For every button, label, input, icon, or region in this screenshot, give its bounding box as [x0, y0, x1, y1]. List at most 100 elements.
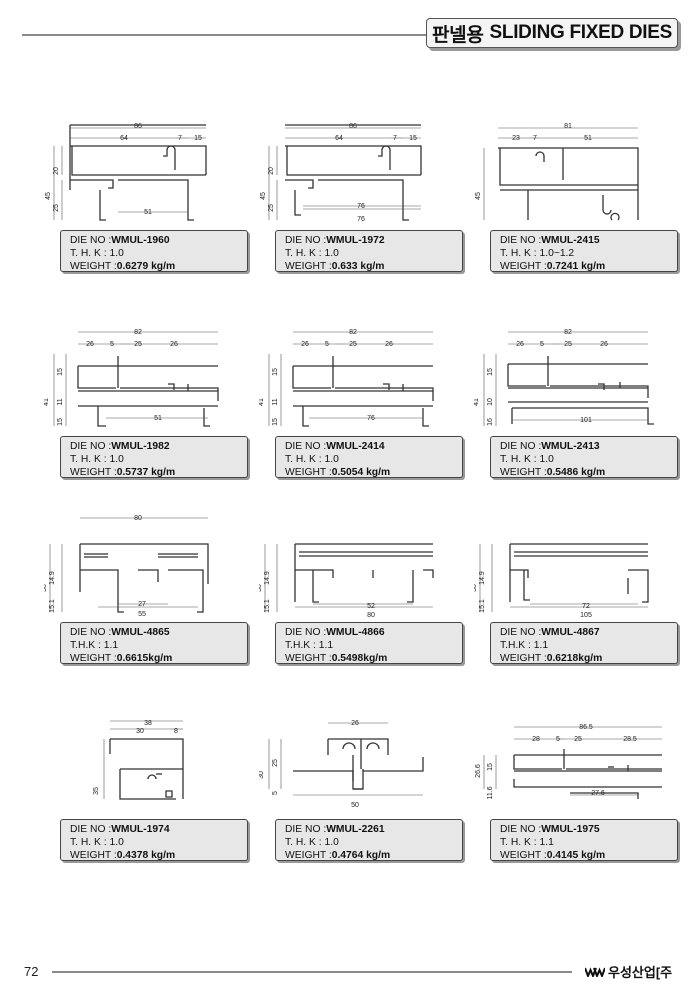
- weight-value: 0.5054 kg/m: [331, 467, 391, 478]
- profile-outline: [203, 408, 210, 427]
- dimension-label: 15.1: [49, 599, 56, 613]
- die-number: WMUL-1975: [541, 824, 600, 835]
- weight-row: WEIGHT :0.4378 kg/m: [70, 850, 176, 861]
- dimension-label: 27: [138, 601, 146, 608]
- thickness-value: 1.0: [539, 454, 554, 465]
- profile-outline: [70, 145, 207, 175]
- dimension-label: 82: [349, 329, 357, 336]
- dimension-label: 41: [474, 398, 480, 406]
- die-number: WMUL-4866: [326, 627, 385, 638]
- thickness-row: T. H. K : 1.0: [285, 837, 339, 848]
- profile-outline: [163, 145, 176, 170]
- thickness-row: T. H. K : 1.0~1.2: [500, 248, 575, 259]
- profile-outline: [168, 383, 175, 390]
- dimension-label: 86.5: [579, 724, 593, 731]
- profile-outline: [97, 406, 106, 427]
- dimension-label: 30: [136, 728, 144, 735]
- dimension-label: 7: [393, 135, 397, 142]
- thickness-value: 1.0: [109, 837, 124, 848]
- dimension-label: 25: [53, 204, 60, 212]
- weight-value: 0.4378 kg/m: [116, 850, 176, 861]
- dimension-label: 35: [93, 787, 100, 795]
- dimension-label: 28.5: [623, 736, 637, 743]
- brand-name: 우성산업[주: [608, 965, 673, 980]
- dimension-label: 11: [272, 398, 279, 405]
- dimension-label: 64: [120, 135, 128, 142]
- dimension-label: 45: [260, 192, 267, 200]
- dimension-label: 5: [556, 736, 560, 743]
- die-number-row: DIE NO :WMUL-1975: [500, 824, 600, 835]
- dimension-label: 8: [174, 728, 178, 735]
- footer-rule: [52, 971, 572, 973]
- thickness-value: 1.1: [539, 837, 554, 848]
- profile-outline: [598, 383, 605, 390]
- dimension-label: 5: [325, 341, 329, 348]
- brand-w-icon: [585, 966, 605, 977]
- thickness-row: T. H. K : 1.0: [70, 454, 124, 465]
- dimension-label: 25: [564, 341, 572, 348]
- profile-outline: [507, 364, 546, 387]
- dimension-label: 72: [582, 603, 590, 610]
- die-number: WMUL-2414: [326, 441, 385, 452]
- profile-outline: [422, 408, 429, 427]
- profile-outline: [335, 387, 434, 401]
- profile-outline: [512, 407, 654, 425]
- profile-outline: [366, 742, 380, 750]
- die-number-row: DIE NO :WMUL-2413: [500, 441, 600, 452]
- thickness-value: 1.0: [109, 248, 124, 259]
- profile-outline: [80, 543, 209, 584]
- dimension-label: 14.9: [264, 571, 271, 585]
- dimension-label: 30: [259, 584, 263, 592]
- die-number: WMUL-4865: [111, 627, 170, 638]
- profile-outline: [110, 738, 184, 799]
- dimension-label: 15.1: [264, 599, 271, 613]
- dimension-label: 30: [474, 584, 478, 592]
- profile-outline: [513, 755, 562, 770]
- thickness-row: T. H. K : 1.0: [285, 454, 339, 465]
- dimension-label: 5: [110, 341, 114, 348]
- profile-outline: [147, 774, 157, 780]
- dimension-label: 15: [272, 418, 279, 426]
- dimension-label: 15: [57, 368, 64, 376]
- dimension-label: 25: [134, 341, 142, 348]
- profile-outline: [285, 179, 314, 189]
- weight-value: 0.4764 kg/m: [331, 850, 391, 861]
- profile-outline: [550, 385, 649, 398]
- thickness-row: T. H. K : 1.0: [70, 248, 124, 259]
- thickness-row: T. H. K : 1.1: [500, 837, 554, 848]
- weight-row: WEIGHT :0.633 kg/m: [285, 261, 385, 272]
- weight-value: 0.6279 kg/m: [116, 261, 176, 272]
- dimension-label: 15.1: [479, 599, 486, 613]
- weight-row: WEIGHT :0.5486 kg/m: [500, 467, 606, 478]
- dimension-label: 82: [134, 329, 142, 336]
- thickness-value: 1.0: [324, 248, 339, 259]
- die-number: WMUL-2413: [541, 441, 600, 452]
- profile-outline: [628, 569, 649, 603]
- dimension-label: 10: [487, 398, 494, 406]
- die-number: WMUL-2415: [541, 235, 600, 246]
- profile-outline: [295, 569, 334, 578]
- dimension-label: 52: [367, 603, 375, 610]
- profile-outline: [498, 147, 639, 220]
- dimension-label: 105: [580, 612, 592, 619]
- dimension-label: 14.9: [49, 571, 56, 585]
- weight-value: 0.7241 kg/m: [546, 261, 606, 272]
- profile-outline: [499, 148, 638, 186]
- dimension-label: 86: [134, 123, 142, 130]
- die-number-row: DIE NO :WMUL-1982: [70, 441, 170, 452]
- dimension-label: 11.6: [487, 786, 494, 799]
- page-title-korean: 판넬용: [431, 24, 484, 46]
- dimension-label: 76: [357, 216, 365, 223]
- die-number-row: DIE NO :WMUL-1974: [70, 824, 170, 835]
- dimension-label: 15: [487, 368, 494, 376]
- dimension-label: 26: [351, 720, 359, 727]
